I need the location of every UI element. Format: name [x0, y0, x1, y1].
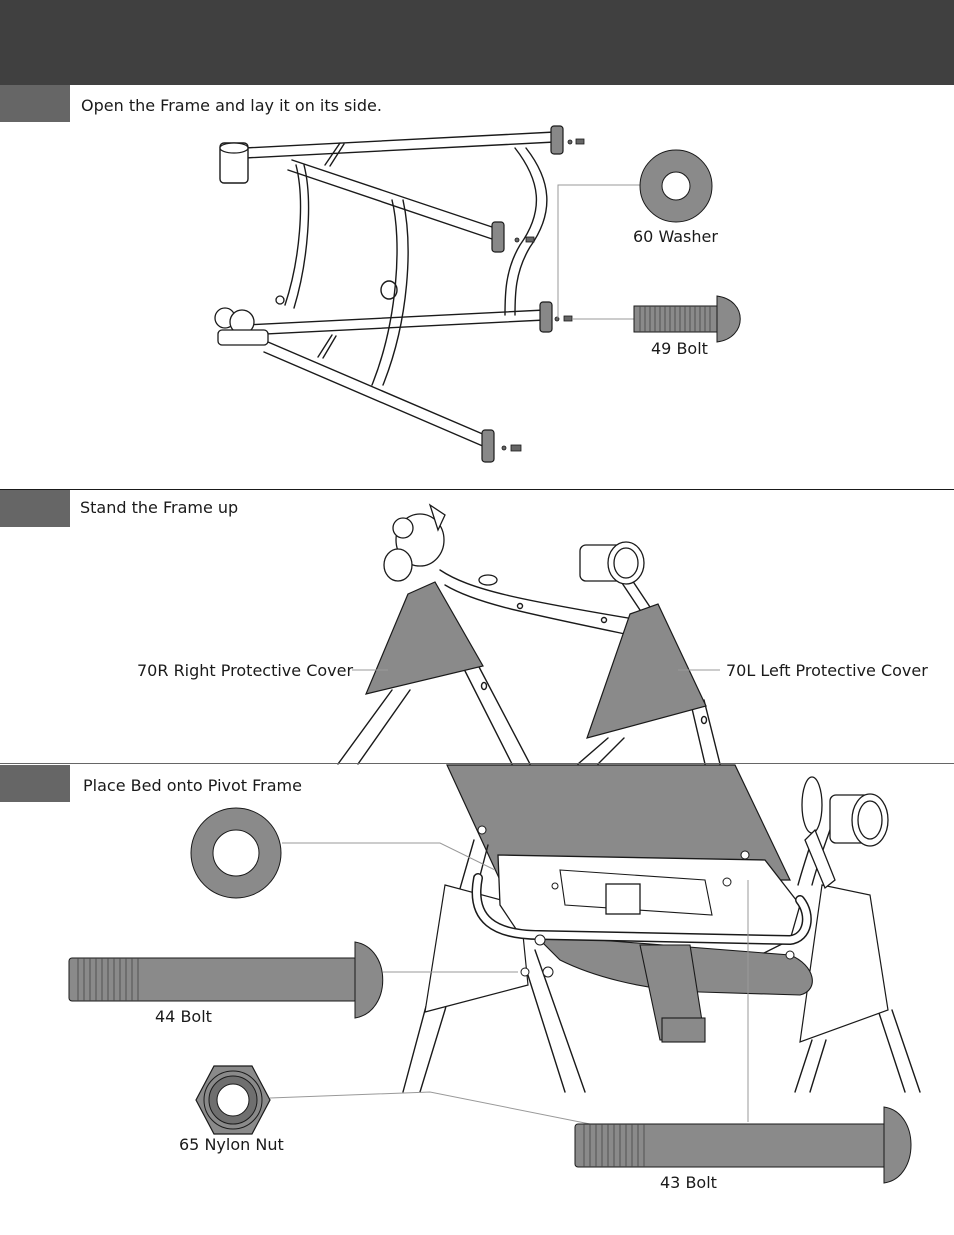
step-1-instruction: Open the Frame and lay it on its side. — [81, 96, 382, 115]
nylon-nut-65-label: 65 Nylon Nut — [179, 1135, 284, 1154]
step-2-instruction: Stand the Frame up — [80, 498, 239, 517]
foot-cap-top — [550, 125, 564, 155]
bolt-43-icon — [574, 1106, 912, 1184]
foot-cap-middle — [491, 221, 505, 253]
bolt-49-label: 49 Bolt — [651, 339, 708, 358]
step-2-tab — [0, 490, 70, 527]
step-3-instruction: Place Bed onto Pivot Frame — [83, 776, 302, 795]
left-cover-label: 70L Left Protective Cover — [726, 661, 928, 680]
step-1-divider — [0, 489, 954, 490]
step-3-tab — [0, 765, 70, 802]
bolt-49-icon — [633, 295, 741, 343]
step-1-illustration — [214, 125, 741, 463]
step-2-divider — [0, 763, 954, 764]
left-protective-cover — [586, 603, 707, 739]
washer-60-label: 60 Washer — [633, 227, 718, 246]
bolt-44-label: 44 Bolt — [155, 1007, 212, 1026]
step-1-tab — [0, 85, 70, 122]
foot-cap-lower — [539, 301, 553, 333]
right-protective-cover — [364, 581, 484, 695]
foot-cap-bottom — [481, 429, 495, 463]
right-cover-label: 70R Right Protective Cover — [137, 661, 354, 680]
nylon-nut-65-icon — [195, 1065, 271, 1135]
bolt-44-icon — [68, 941, 384, 1019]
bolt-43-label: 43 Bolt — [660, 1173, 717, 1192]
step-2-illustration — [337, 503, 721, 765]
step-3-illustration — [68, 764, 921, 1184]
bed-board — [446, 764, 791, 881]
header-bar — [0, 0, 954, 85]
